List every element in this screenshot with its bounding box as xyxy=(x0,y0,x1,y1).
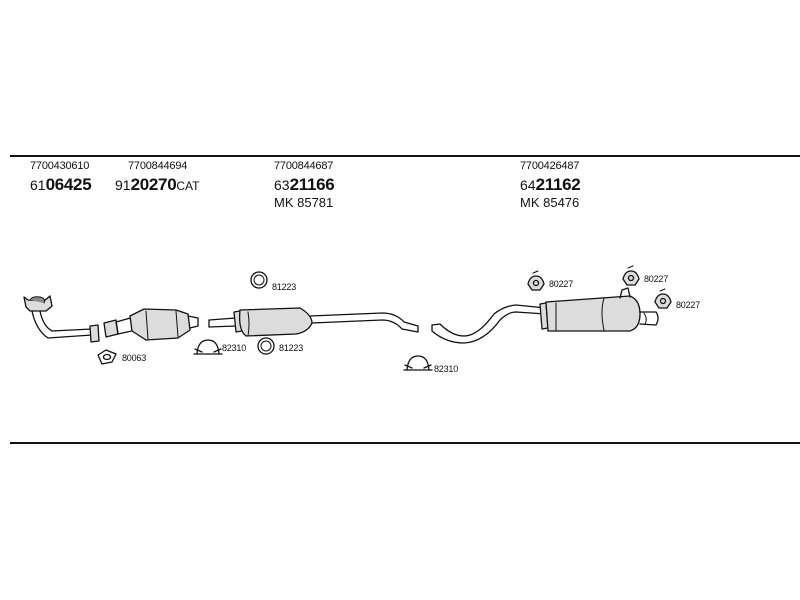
clamp-82310-b xyxy=(403,355,433,371)
ring-81223-top xyxy=(250,271,268,289)
middle-silencer-code-prefix: 63 xyxy=(274,177,290,193)
front-pipe-code-main: 06425 xyxy=(45,175,92,194)
catalyst-code-suffix: CAT xyxy=(176,179,200,193)
front-pipe-code: 6106425 xyxy=(30,175,92,195)
bottom-rule xyxy=(10,442,800,444)
middle-silencer-code: 6321166 xyxy=(274,175,335,195)
top-rule xyxy=(10,155,800,157)
clamp-82310-a xyxy=(193,339,223,355)
front-pipe xyxy=(23,295,100,343)
gasket-80063 xyxy=(97,349,117,365)
hanger-80227-b xyxy=(622,265,640,286)
catalytic-converter xyxy=(103,308,199,341)
catalyst-code: 9120270CAT xyxy=(115,175,199,195)
front-pipe-oem-number: 7700430610 xyxy=(30,160,90,172)
rear-silencer-code-main: 21162 xyxy=(535,175,581,194)
rear-silencer xyxy=(431,287,659,344)
clamp-b-part-number: 82310 xyxy=(434,364,459,374)
ring-bottom-part-number: 81223 xyxy=(279,343,304,353)
middle-silencer-oem-number: 7700844687 xyxy=(274,160,334,172)
middle-silencer-code-main: 21166 xyxy=(289,175,335,194)
hanger-80227-a xyxy=(527,270,545,291)
catalyst-code-prefix: 91 xyxy=(115,177,131,193)
ring-81223-bottom xyxy=(257,337,275,355)
rear-silencer-oem-number: 7700426487 xyxy=(520,160,580,172)
hanger-b-part-number: 80227 xyxy=(644,274,669,284)
catalyst-oem-number: 7700844694 xyxy=(128,160,188,172)
middle-silencer xyxy=(208,307,419,337)
hanger-c-part-number: 80227 xyxy=(676,300,701,310)
rear-silencer-mk: MK 85476 xyxy=(520,195,580,210)
middle-silencer-mk: MK 85781 xyxy=(274,195,334,210)
rear-silencer-code-prefix: 64 xyxy=(520,177,536,193)
ring-top-part-number: 81223 xyxy=(272,282,297,292)
front-pipe-code-prefix: 61 xyxy=(30,177,46,193)
hanger-80227-c xyxy=(654,288,672,309)
rear-silencer-code: 6421162 xyxy=(520,175,581,195)
clamp-a-part-number: 82310 xyxy=(222,343,247,353)
hanger-a-part-number: 80227 xyxy=(549,279,574,289)
catalyst-code-main: 20270 xyxy=(130,175,177,194)
gasket-part-number: 80063 xyxy=(122,353,147,363)
